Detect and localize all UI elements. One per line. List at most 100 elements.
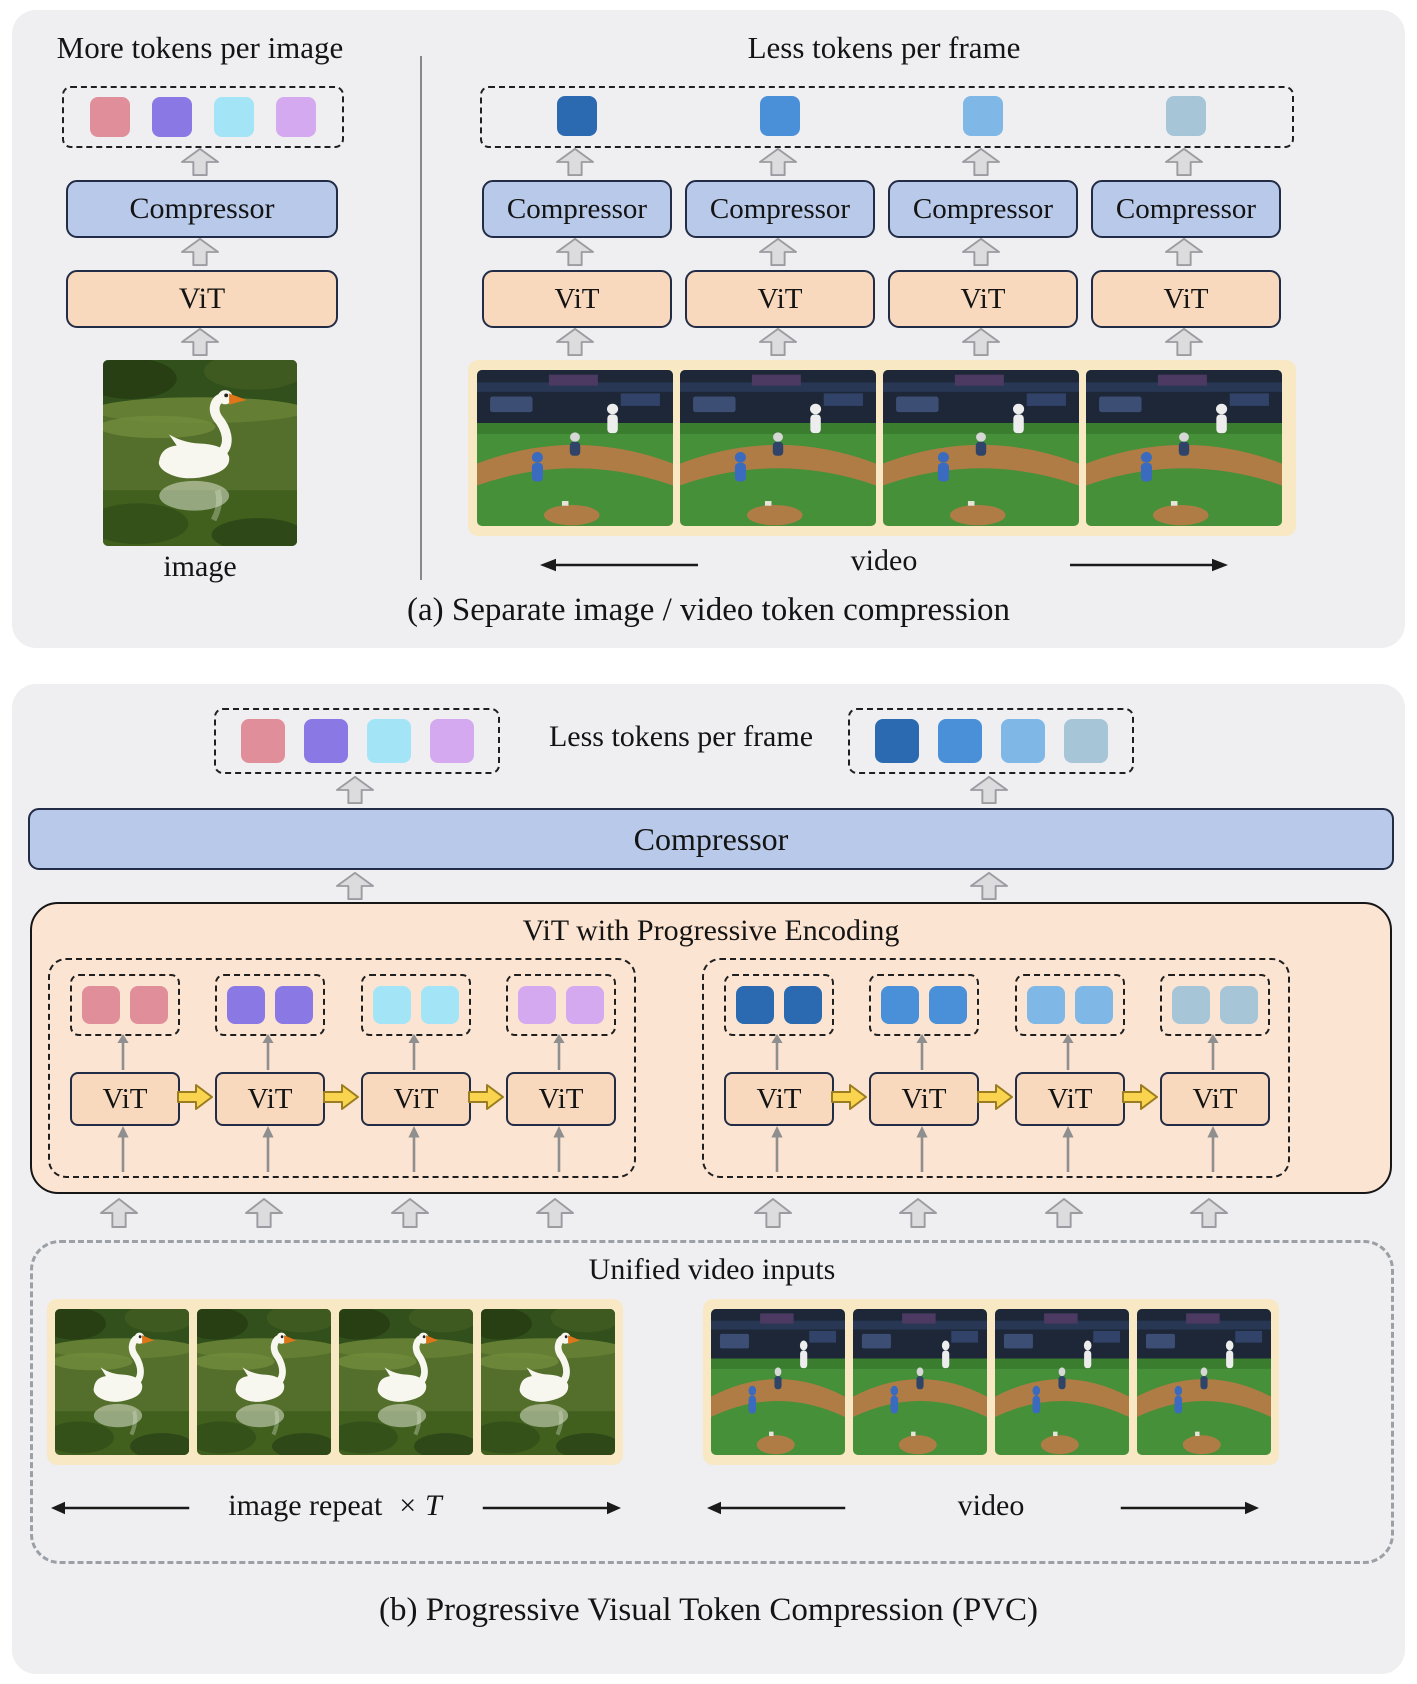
video-frames-strip — [468, 360, 1296, 536]
block-up-arrow-icon — [962, 148, 1000, 176]
vertical-divider — [420, 56, 422, 580]
vit-label: ViT — [178, 282, 226, 315]
video-token-4 — [1166, 96, 1206, 136]
block-up-arrow-icon — [100, 1198, 138, 1228]
swan-image — [481, 1309, 615, 1455]
token-pair-box — [361, 974, 471, 1036]
vit-label: ViT — [247, 1082, 293, 1115]
vit-box: ViT — [66, 270, 338, 328]
token-row — [850, 710, 1132, 772]
image-token — [373, 986, 411, 1024]
block-up-arrow-icon — [536, 1198, 574, 1228]
thin-up-arrow-icon — [771, 1034, 783, 1070]
thin-up-arrow-icon — [117, 1034, 129, 1070]
image-token — [518, 986, 556, 1024]
vit-label: ViT — [756, 1082, 802, 1115]
image-input-label: image — [163, 550, 237, 583]
unified-inputs-container: Unified video inputs image repeat × T vi… — [30, 1240, 1394, 1564]
vit-box: ViT — [215, 1072, 325, 1126]
token-pair-box — [506, 974, 616, 1036]
thin-up-arrow-icon — [916, 1034, 928, 1070]
vit-label: ViT — [1047, 1082, 1093, 1115]
vit-box: ViT — [1160, 1072, 1270, 1126]
image-token-4 — [276, 97, 316, 137]
block-up-arrow-icon — [899, 1198, 937, 1228]
token-pair-box — [1015, 974, 1125, 1036]
token-pair-box — [724, 974, 834, 1036]
image-vit-group: ViT ViT ViT ViT — [48, 958, 636, 1178]
video-input-label: video — [957, 1489, 1025, 1522]
swan-image — [55, 1309, 189, 1455]
image-token — [82, 986, 120, 1024]
compressor-label: Compressor — [912, 192, 1054, 225]
thin-up-arrow-icon — [262, 1126, 274, 1172]
image-repeat-label: image repeat × T — [155, 1489, 515, 1523]
block-up-arrow-icon — [556, 148, 594, 176]
block-up-arrow-icon — [962, 328, 1000, 356]
thin-up-arrow-icon — [1062, 1034, 1074, 1070]
thin-up-arrow-icon — [117, 1126, 129, 1172]
image-token — [227, 986, 265, 1024]
block-up-arrow-icon — [759, 238, 797, 266]
image-token-1 — [90, 97, 130, 137]
video-frame-image — [883, 370, 1079, 526]
vit-box: ViT — [70, 1072, 180, 1126]
vit-box: ViT — [888, 270, 1078, 328]
vit-label: ViT — [901, 1082, 947, 1115]
token-pair-box — [869, 974, 979, 1036]
thin-up-arrow-icon — [553, 1126, 565, 1172]
block-up-arrow-icon — [181, 148, 219, 176]
vit-box: ViT — [482, 270, 672, 328]
thin-up-arrow-icon — [1062, 1126, 1074, 1172]
video-token-3 — [963, 96, 1003, 136]
thin-up-arrow-icon — [916, 1126, 928, 1172]
compressor-box: Compressor — [685, 180, 875, 238]
image-repeat-strip — [47, 1299, 623, 1465]
video-frame-image — [1137, 1309, 1271, 1455]
swan-image — [339, 1309, 473, 1455]
right-arrow-icon — [1070, 558, 1228, 572]
image-token — [130, 986, 168, 1024]
image-token — [421, 986, 459, 1024]
video-token — [929, 986, 967, 1024]
left-arrow-icon — [51, 1501, 190, 1515]
token-pair-box — [70, 974, 180, 1036]
panel-b: Less tokens per frame Compressor ViT wit… — [12, 684, 1405, 1674]
vit-label: ViT — [1163, 282, 1209, 315]
vit-box: ViT — [1015, 1072, 1125, 1126]
video-frame-image — [1086, 370, 1282, 526]
compressor-box: Compressor — [1091, 180, 1281, 238]
video-token — [1172, 986, 1210, 1024]
video-token-box — [848, 708, 1134, 774]
right-arrow-icon — [482, 1501, 621, 1515]
vit-box: ViT — [724, 1072, 834, 1126]
repeat-factor-text: × T — [397, 1489, 442, 1522]
block-up-arrow-icon — [970, 872, 1008, 900]
swan-image — [103, 360, 297, 546]
video-token-box — [480, 86, 1294, 148]
block-up-arrow-icon — [759, 328, 797, 356]
video-strip — [703, 1299, 1279, 1465]
vit-label: ViT — [102, 1082, 148, 1115]
vit-box: ViT — [361, 1072, 471, 1126]
swan-image — [197, 1309, 331, 1455]
vit-box: ViT — [685, 270, 875, 328]
video-frame-image — [477, 370, 673, 526]
video-frame-image — [995, 1309, 1129, 1455]
block-up-arrow-icon — [970, 776, 1008, 804]
block-up-arrow-icon — [754, 1198, 792, 1228]
block-up-arrow-icon — [556, 328, 594, 356]
image-token — [566, 986, 604, 1024]
image-repeat-text: image repeat — [228, 1489, 383, 1522]
image-token-3 — [214, 97, 254, 137]
image-token-2 — [303, 719, 348, 763]
video-token — [784, 986, 822, 1024]
yellow-right-arrow-icon — [468, 1084, 504, 1110]
vit-box: ViT — [1091, 270, 1281, 328]
block-up-arrow-icon — [1165, 148, 1203, 176]
thin-up-arrow-icon — [408, 1034, 420, 1070]
thin-up-arrow-icon — [553, 1034, 565, 1070]
panel-a-video-title: Less tokens per frame — [747, 30, 1021, 65]
compressor-label: Compressor — [709, 192, 851, 225]
image-token-box — [214, 708, 500, 774]
